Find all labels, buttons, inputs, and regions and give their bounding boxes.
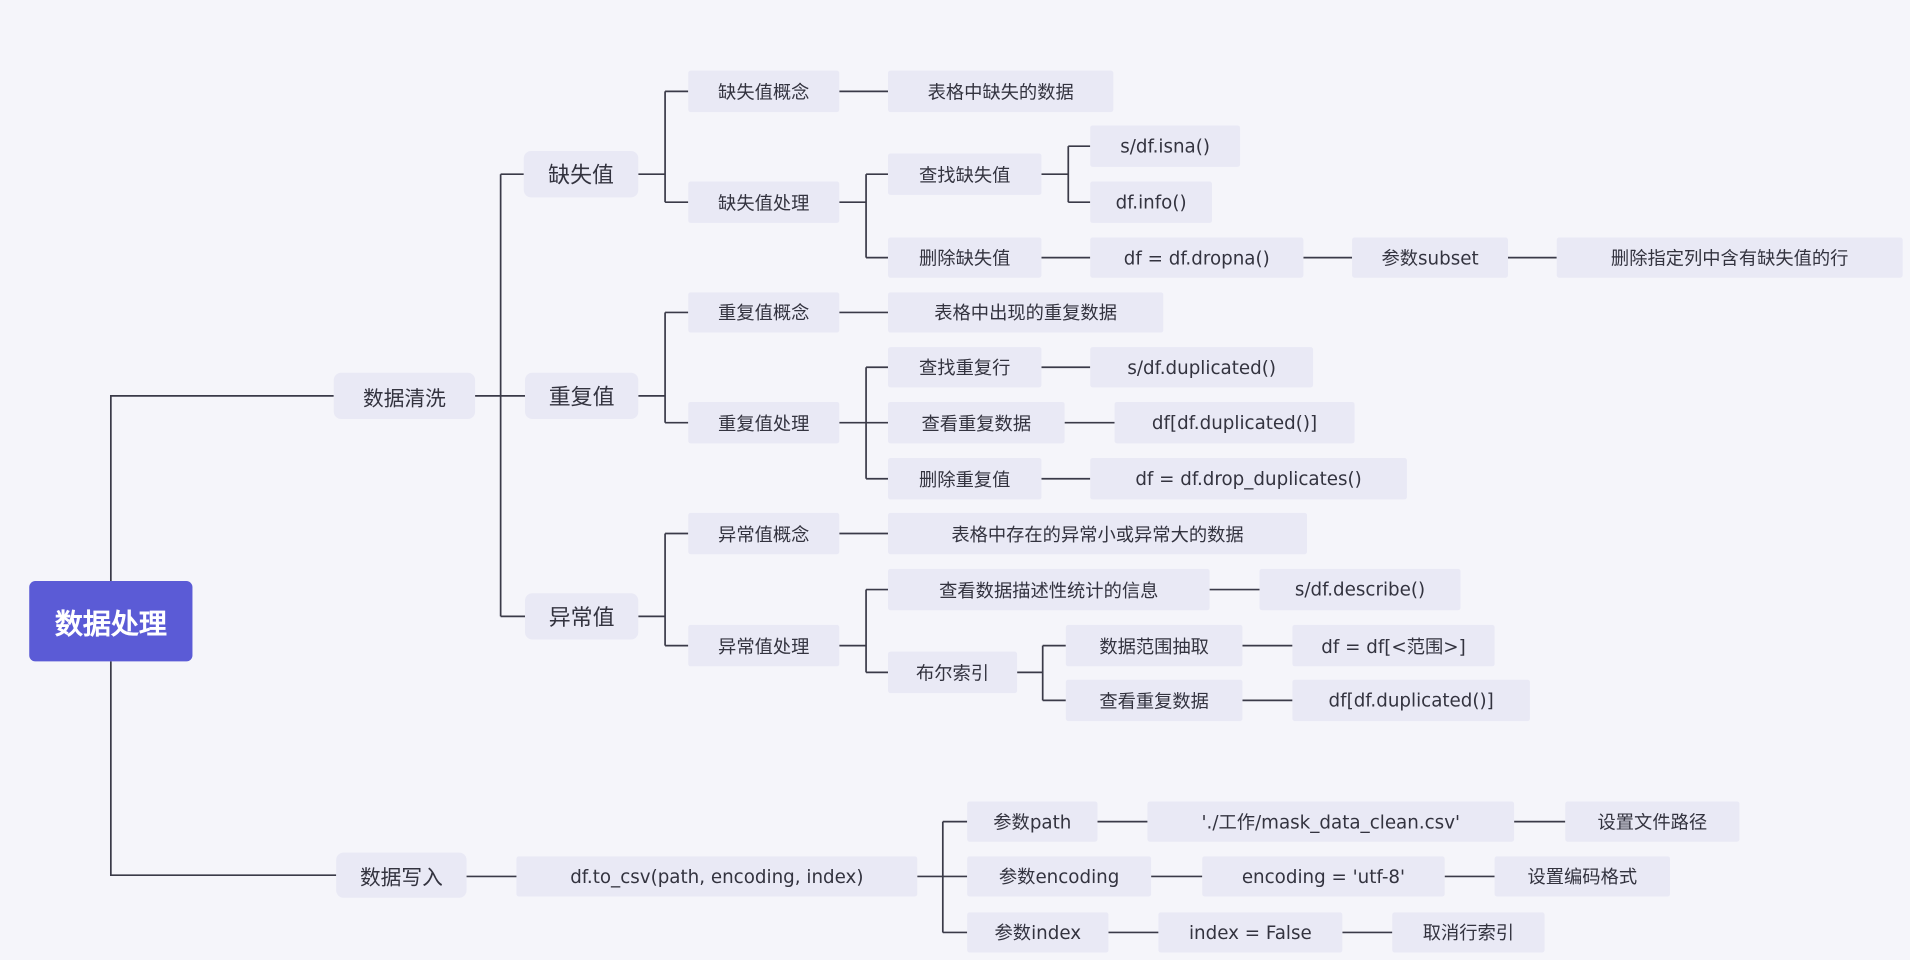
node-to-csv[interactable]: df.to_csv(path, encoding, index): [516, 856, 918, 897]
node-index-value[interactable]: index = False: [1158, 912, 1343, 953]
node-param-path[interactable]: 参数path: [967, 801, 1098, 842]
node-find-duplicate[interactable]: 查找重复行: [887, 347, 1042, 388]
node-range-method[interactable]: df = df[<范围>]: [1292, 624, 1495, 667]
node-subset-desc[interactable]: 删除指定列中含有缺失值的行: [1556, 237, 1903, 278]
node-dropna[interactable]: df = df.dropna(): [1090, 237, 1304, 278]
node-path-desc[interactable]: 设置文件路径: [1565, 801, 1740, 842]
node-outlier[interactable]: 异常值: [525, 593, 639, 640]
node-bool-index[interactable]: 布尔索引: [887, 651, 1018, 694]
node-outlier-concept-desc[interactable]: 表格中存在的异常小或异常大的数据: [887, 512, 1308, 555]
node-find-missing[interactable]: 查找缺失值: [887, 153, 1042, 195]
node-outlier-view-method[interactable]: df[df.duplicated()]: [1292, 679, 1530, 722]
node-describe[interactable]: 查看数据描述性统计的信息: [887, 568, 1210, 611]
node-missing-concept-desc[interactable]: 表格中缺失的数据: [887, 70, 1114, 113]
node-param-subset[interactable]: 参数subset: [1352, 237, 1509, 278]
node-missing-concept[interactable]: 缺失值概念: [688, 70, 840, 113]
node-outlier-concept[interactable]: 异常值概念: [688, 512, 840, 555]
node-view-duplicated[interactable]: df[df.duplicated()]: [1114, 401, 1355, 444]
node-encoding-value[interactable]: encoding = 'utf-8': [1202, 856, 1445, 897]
node-missing[interactable]: 缺失值: [523, 151, 639, 198]
connector-line-1: [109, 661, 337, 877]
node-encoding-desc[interactable]: 设置编码格式: [1494, 856, 1671, 897]
node-duplicate-concept[interactable]: 重复值概念: [688, 292, 840, 333]
node-outlier-handling[interactable]: 异常值处理: [688, 624, 840, 667]
node-delete-duplicate[interactable]: 删除重复值: [887, 458, 1042, 500]
node-duplicate-handling[interactable]: 重复值处理: [688, 401, 840, 444]
node-delete-missing[interactable]: 删除缺失值: [887, 237, 1042, 278]
node-duplicate-concept-desc[interactable]: 表格中出现的重复数据: [887, 292, 1164, 333]
node-param-encoding[interactable]: 参数encoding: [967, 856, 1152, 897]
node-view-duplicate[interactable]: 查看重复数据: [887, 401, 1065, 444]
node-outlier-view-duplicate[interactable]: 查看重复数据: [1065, 679, 1243, 722]
node-missing-handling[interactable]: 缺失值处理: [688, 181, 840, 223]
node-drop-duplicates[interactable]: df = df.drop_duplicates(): [1090, 458, 1407, 500]
node-duplicated[interactable]: s/df.duplicated(): [1090, 347, 1314, 388]
connector-line-0: [109, 395, 334, 582]
node-data-writing[interactable]: 数据写入: [336, 852, 467, 898]
node-path-value[interactable]: './工作/mask_data_clean.csv': [1147, 801, 1515, 842]
node-index-desc[interactable]: 取消行索引: [1392, 912, 1545, 953]
node-isna[interactable]: s/df.isna(): [1090, 125, 1241, 167]
node-data-cleaning[interactable]: 数据清洗: [333, 372, 476, 420]
node-describe-method[interactable]: s/df.describe(): [1259, 568, 1461, 611]
node-duplicate[interactable]: 重复值: [525, 372, 639, 420]
node-info[interactable]: df.info(): [1090, 181, 1213, 223]
node-range[interactable]: 数据范围抽取: [1065, 624, 1243, 667]
node-param-index[interactable]: 参数index: [967, 912, 1109, 953]
root-node[interactable]: 数据处理: [29, 581, 193, 662]
